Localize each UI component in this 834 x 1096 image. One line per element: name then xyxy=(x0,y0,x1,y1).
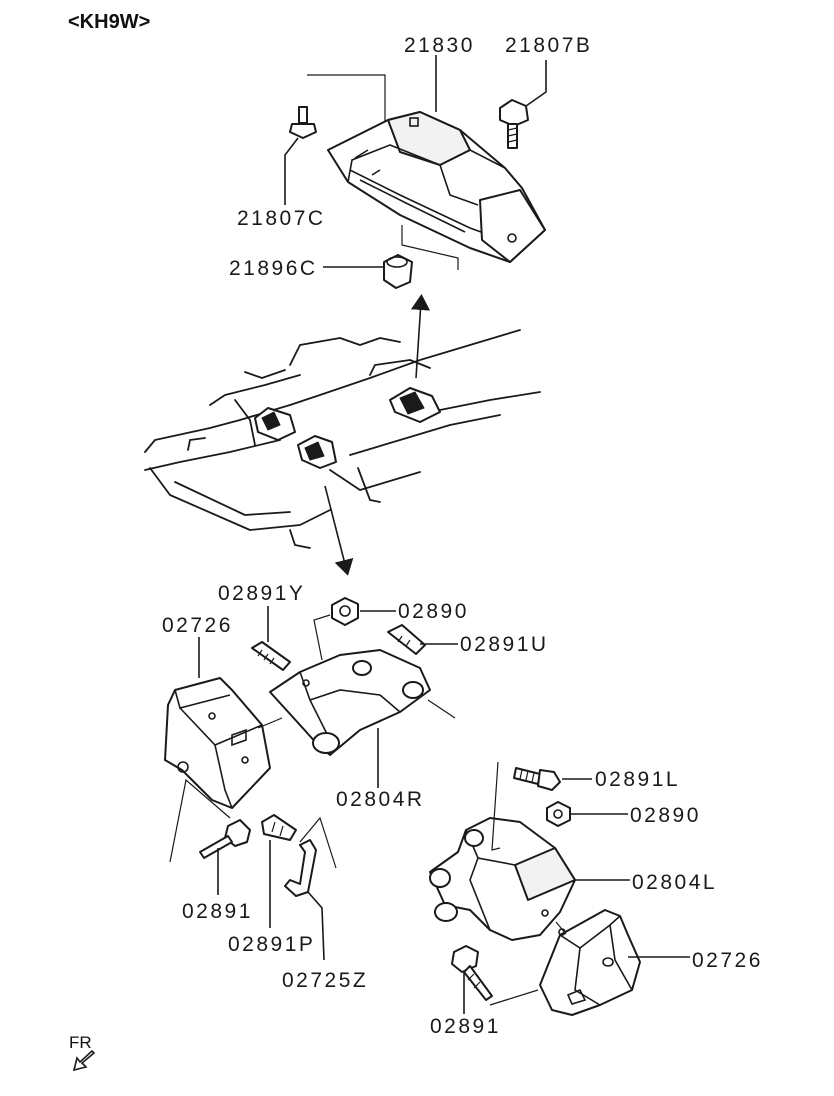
nut-02890-right[interactable] xyxy=(546,801,571,827)
label-02804R: 02804R xyxy=(336,788,425,811)
bolt-21807B[interactable] xyxy=(499,99,529,149)
label-02804L: 02804L xyxy=(632,871,717,894)
label-02891U: 02891U xyxy=(460,633,549,656)
label-21896C: 21896C xyxy=(229,257,318,280)
nut-21896C[interactable] xyxy=(383,254,413,289)
insulator-02726-right[interactable] xyxy=(539,909,641,1016)
engine-mount-left-assembly xyxy=(429,761,690,1016)
front-arrow-icon xyxy=(72,1049,96,1072)
label-02891L: 02891L xyxy=(595,768,680,791)
frame-mount-center xyxy=(297,435,337,469)
label-02890-right: 02890 xyxy=(630,804,701,827)
label-02891P: 02891P xyxy=(228,933,315,956)
bracket-02804L[interactable] xyxy=(429,817,576,941)
label-02726-right: 02726 xyxy=(692,949,763,972)
bolt-02891L[interactable] xyxy=(513,767,561,791)
label-02890-top: 02890 xyxy=(398,600,469,623)
nut-02890-top[interactable] xyxy=(331,597,359,626)
bolt-02891Y[interactable] xyxy=(251,641,291,671)
bolt-02891U[interactable] xyxy=(387,624,426,655)
arrow-to-transmission-mount xyxy=(410,294,431,379)
engine-mount-right-assembly xyxy=(164,597,458,961)
bolt-21807C[interactable] xyxy=(289,106,317,139)
orientation-label: FR xyxy=(69,1033,92,1052)
model-code-title: <KH9W> xyxy=(68,11,150,33)
bolt-02891-right[interactable] xyxy=(451,945,493,1001)
label-02891-right: 02891 xyxy=(430,1015,501,1038)
label-02891-left: 02891 xyxy=(182,900,253,923)
bolt-02891-left[interactable] xyxy=(199,819,251,859)
arrow-to-engine-mounts xyxy=(324,485,354,576)
bolt-02891P[interactable] xyxy=(261,814,297,841)
bracket-02804R[interactable] xyxy=(269,649,431,756)
frame-mount-left xyxy=(254,407,296,441)
label-21807C: 21807C xyxy=(237,207,326,230)
frame-mount-transmission xyxy=(389,387,441,423)
label-02891Y: 02891Y xyxy=(218,582,305,605)
insulator-02726-left[interactable] xyxy=(164,677,271,809)
transmission-mount-assembly xyxy=(284,55,547,289)
label-21830: 21830 xyxy=(404,34,475,57)
label-02726-left: 02726 xyxy=(162,614,233,637)
stopper-02725Z[interactable] xyxy=(284,839,317,897)
chassis-frame xyxy=(144,329,541,549)
label-02725Z: 02725Z xyxy=(282,969,368,992)
transmission-mount-21830[interactable] xyxy=(327,111,546,263)
label-21807B: 21807B xyxy=(505,34,592,57)
